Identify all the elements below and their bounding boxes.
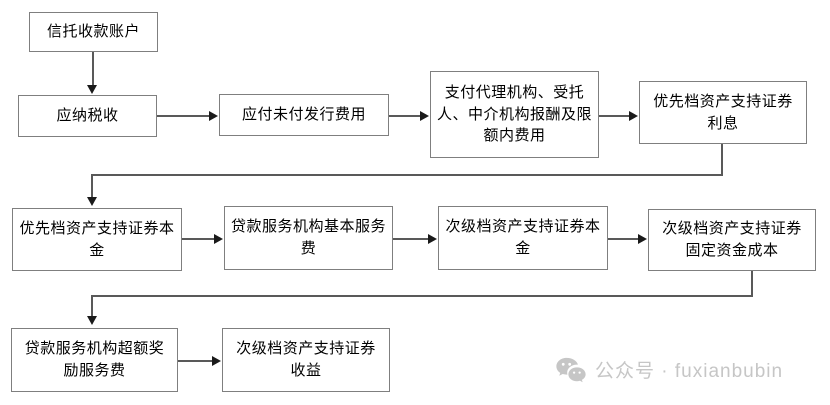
edge-seniorinterest-to-seniorprincipal-down1 (721, 144, 723, 175)
watermark: 公众号 · fuxianbubin (556, 356, 783, 383)
node-label: 次级档资产支持证券收益 (236, 340, 376, 379)
wechat-icon (556, 357, 586, 382)
edge-issuancefee-to-agentfees-line (389, 115, 421, 117)
edge-excessfee-to-subreturn-line (178, 360, 213, 362)
node-label: 支付代理机构、受托人、中介机构报酬及限额内费用 (437, 83, 593, 145)
node-label: 贷款服务机构基本服务费 (231, 218, 387, 257)
node-trust-collection-account[interactable]: 信托收款账户 (29, 12, 158, 52)
edge-seniorinterest-to-seniorprincipal-across (91, 174, 723, 176)
watermark-text: 公众号 · fuxianbubin (595, 361, 784, 382)
edge-account-to-taxes-line (92, 52, 94, 86)
edge-excessfee-to-subreturn-arrow (212, 356, 221, 366)
edge-subfixedcost-to-excessfee-down1 (751, 271, 753, 296)
node-label: 优先档资产支持证券本金 (19, 219, 175, 259)
edge-servicerfee-to-subprincipal-line (393, 238, 428, 240)
node-senior-abs-principal[interactable]: 优先档资产支持证券本金 (12, 208, 182, 271)
node-label: 应付未付发行费用 (241, 106, 366, 124)
node-label: 应纳税收 (56, 107, 119, 125)
edge-subfixedcost-to-excessfee-arrow (87, 316, 97, 325)
node-senior-abs-interest[interactable]: 优先档资产支持证券利息 (639, 81, 807, 144)
edge-account-to-taxes-arrow (87, 85, 97, 94)
node-loan-servicer-base-fee[interactable]: 贷款服务机构基本服务费 (224, 206, 393, 270)
node-label: 次级档资产支持证券固定资金成本 (662, 220, 802, 259)
node-unpaid-issuance-fee[interactable]: 应付未付发行费用 (219, 94, 389, 136)
edge-subprincipal-to-subfixedcost-line (608, 238, 639, 240)
edge-servicerfee-to-subprincipal-arrow (428, 234, 437, 244)
edge-taxes-to-issuancefee-line (157, 115, 210, 117)
node-subordinate-abs-principal[interactable]: 次级档资产支持证券本金 (438, 206, 608, 270)
edge-subfixedcost-to-excessfee-down2 (91, 295, 93, 317)
node-label: 次级档资产支持证券本金 (445, 218, 601, 257)
edge-taxes-to-issuancefee-arrow (209, 111, 218, 121)
edge-seniorprincipal-to-servicerfee-line (182, 238, 215, 240)
node-label: 贷款服务机构超额奖励服务费 (24, 340, 165, 379)
edge-seniorinterest-to-seniorprincipal-down2 (91, 174, 93, 198)
edge-agentfees-to-seniorinterest-arrow (629, 111, 638, 121)
edge-subprincipal-to-subfixedcost-arrow (638, 234, 647, 244)
node-label: 信托收款账户 (46, 23, 140, 41)
node-subordinate-abs-fixed-cost[interactable]: 次级档资产支持证券固定资金成本 (648, 209, 816, 271)
edge-agentfees-to-seniorinterest-line (599, 115, 630, 117)
node-taxes-payable[interactable]: 应纳税收 (18, 95, 157, 137)
node-subordinate-abs-return[interactable]: 次级档资产支持证券收益 (222, 328, 390, 392)
node-agent-trustee-intermediary-fees[interactable]: 支付代理机构、受托人、中介机构报酬及限额内费用 (430, 71, 599, 158)
edge-seniorinterest-to-seniorprincipal-arrow (87, 197, 97, 206)
edge-seniorprincipal-to-servicerfee-arrow (214, 234, 223, 244)
edge-subfixedcost-to-excessfee-across (91, 295, 753, 297)
node-label: 优先档资产支持证券利息 (653, 92, 793, 132)
node-loan-servicer-excess-incentive-fee[interactable]: 贷款服务机构超额奖励服务费 (11, 328, 178, 392)
edge-issuancefee-to-agentfees-arrow (420, 111, 429, 121)
